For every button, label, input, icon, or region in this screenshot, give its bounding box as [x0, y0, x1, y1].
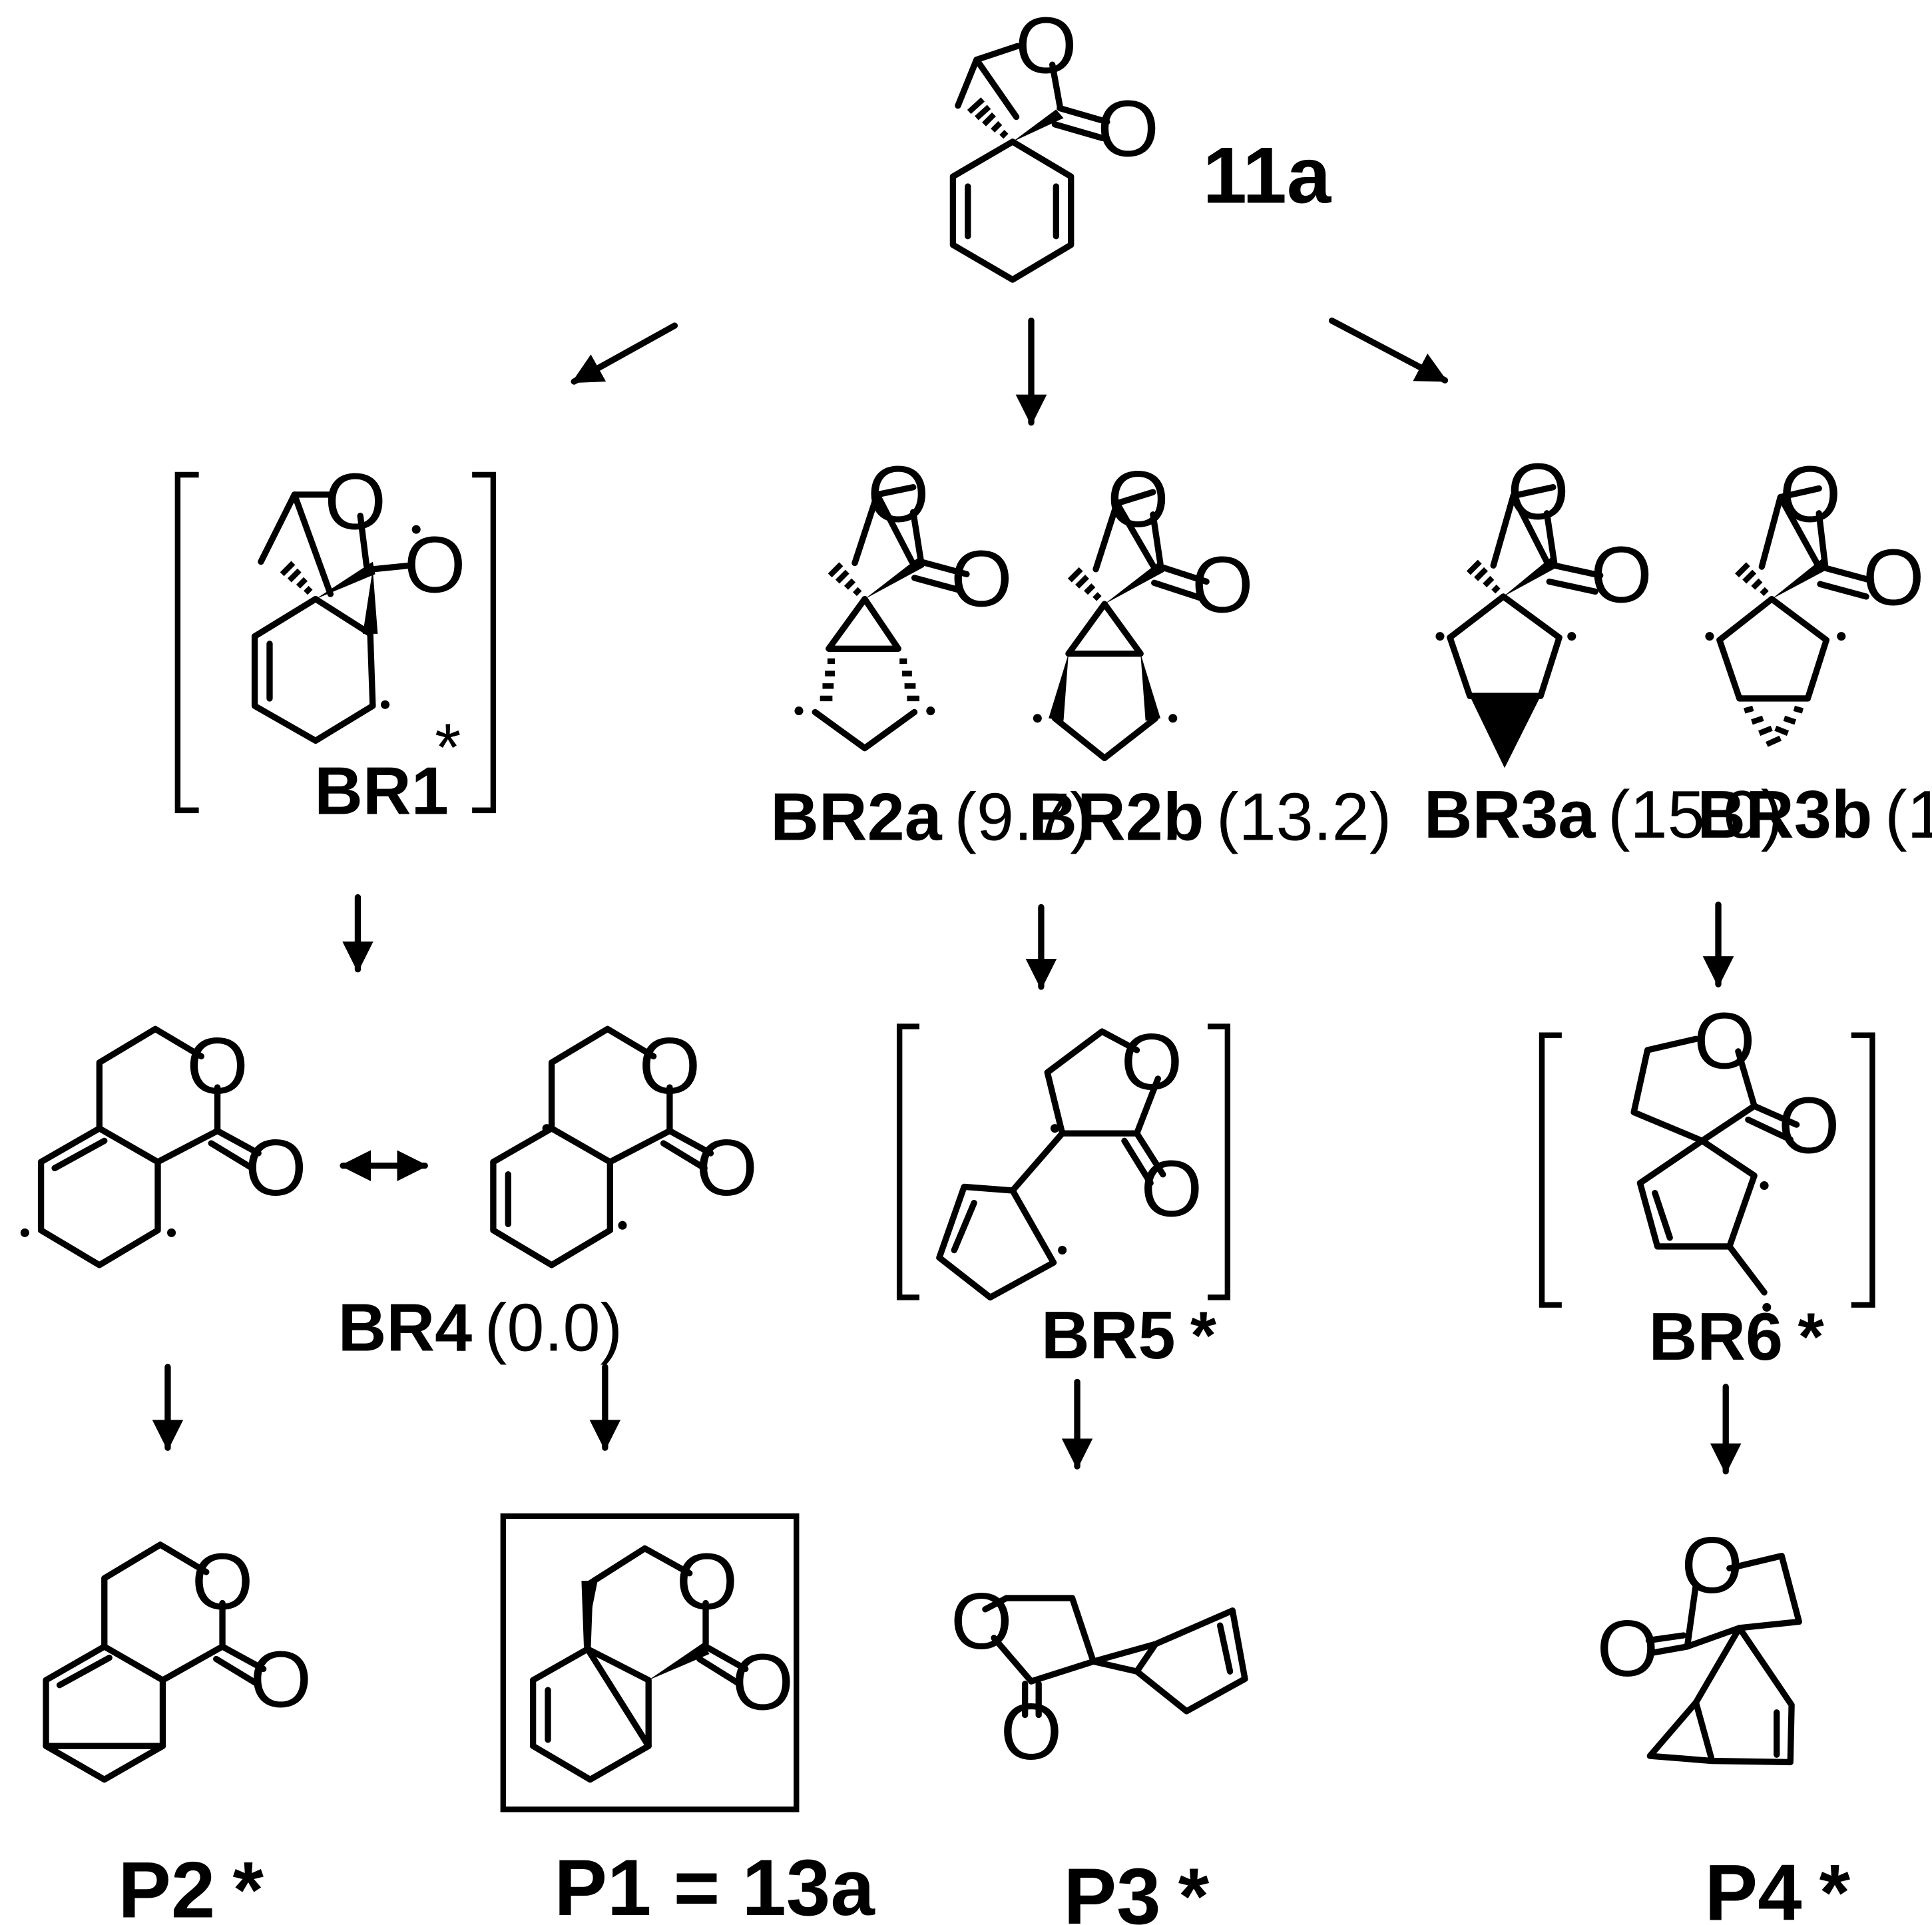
oxygen-atom: O [186, 1022, 248, 1111]
radical-dot [1050, 1124, 1059, 1133]
oxygen-atom: O [324, 458, 386, 547]
radical-dot [794, 706, 804, 716]
label-p2: P2* [118, 1846, 264, 1925]
oxygen-atom: O [732, 1638, 794, 1727]
compound-p3: O O [951, 1577, 1248, 1777]
oxygen-atom: O [638, 1022, 700, 1111]
radical-dot [1567, 632, 1576, 641]
oxygen-atom: O [1140, 1145, 1202, 1234]
compound-br2b: O O [1033, 455, 1254, 762]
compound-p2: O O [43, 1537, 312, 1783]
radical-dot [926, 706, 935, 716]
oxygen-atom: O [676, 1537, 738, 1626]
compound-p1: O O [500, 1513, 800, 1812]
radical-dot [381, 700, 390, 709]
compound-br5: O O [896, 1018, 1231, 1301]
radical-dot [20, 1228, 29, 1237]
oxygen-atom: O [1001, 1688, 1063, 1777]
compound-11a: O O [949, 2, 1159, 283]
oxygen-atom: O [1507, 448, 1569, 537]
oxygen-atom: O [1097, 85, 1159, 174]
label-p4: P4* [1704, 1848, 1850, 1925]
oxygen-atom: O [951, 1577, 1013, 1666]
radical-dot [1033, 714, 1042, 723]
oxygen-atom: O [192, 1537, 254, 1626]
arrow-to-br1 [571, 322, 678, 385]
label-br6: BR6* [1648, 1300, 1824, 1374]
compound-br3a: O O [1435, 448, 1652, 768]
oxygen-atom: O [1107, 455, 1169, 544]
oxygen-atom: O [867, 450, 929, 539]
radical-dot [167, 1228, 176, 1237]
oxygen-atom: O [1681, 1521, 1743, 1610]
radical-dot [618, 1221, 627, 1230]
oxygen-atom: O [1121, 1018, 1183, 1107]
oxygen-atom: O [1192, 541, 1254, 630]
label-br3b: BR3b(16.9) [1697, 778, 1932, 852]
highlight-box [500, 1513, 800, 1812]
radical-dot [1760, 1181, 1769, 1191]
oxygen-atom: O [1590, 531, 1652, 620]
compound-br2a: O O [794, 450, 1013, 752]
oxygen-atom: O [1015, 2, 1077, 91]
oxygen-atom: O [1694, 997, 1756, 1086]
oxygen-atom: O [250, 1636, 312, 1725]
radical-dot [411, 525, 421, 534]
label-p1: P1 = 13a [554, 1844, 875, 1925]
label-br3a: BR3a(15.0) [1424, 778, 1784, 852]
oxygen-atom: O [1778, 1081, 1840, 1170]
oxygen-atom: O [696, 1124, 758, 1213]
oxygen-atom: O [1780, 450, 1841, 539]
compound-br1: O O [174, 458, 497, 814]
label-br1: BR1 [314, 754, 449, 828]
label-br4: BR4(0.0) [338, 1291, 622, 1366]
radical-dot [1058, 1246, 1067, 1255]
oxygen-atom: O [1596, 1605, 1658, 1693]
oxygen-atom: O [1863, 533, 1925, 622]
label-br5: BR5* [1041, 1298, 1217, 1373]
label-p3: P3* [1063, 1852, 1209, 1925]
label-br2b: BR2b(13.2) [1029, 780, 1391, 855]
radical-dot [1837, 632, 1846, 641]
radical-dot [1168, 714, 1178, 723]
compound-br4-left: O O [20, 1022, 307, 1268]
label-11a: 11a [1203, 131, 1332, 220]
oxygen-atom: O [951, 535, 1013, 623]
label-br2a: BR2a(9.7) [770, 780, 1092, 855]
compound-br6: O O [1539, 997, 1875, 1312]
compound-br3b: O O [1705, 450, 1925, 747]
oxygen-atom: O [245, 1124, 307, 1213]
radical-dot [542, 1124, 551, 1133]
arrow-to-br3 [1328, 317, 1449, 384]
label-br1-mark: * [435, 710, 461, 785]
compound-br4-right: O O [490, 1022, 758, 1268]
radical-dot [1705, 632, 1714, 641]
radical-dot [1762, 1302, 1772, 1312]
radical-dot [1435, 632, 1445, 641]
oxygen-atom: O [404, 521, 466, 610]
compound-p4: O O [1596, 1521, 1802, 1766]
